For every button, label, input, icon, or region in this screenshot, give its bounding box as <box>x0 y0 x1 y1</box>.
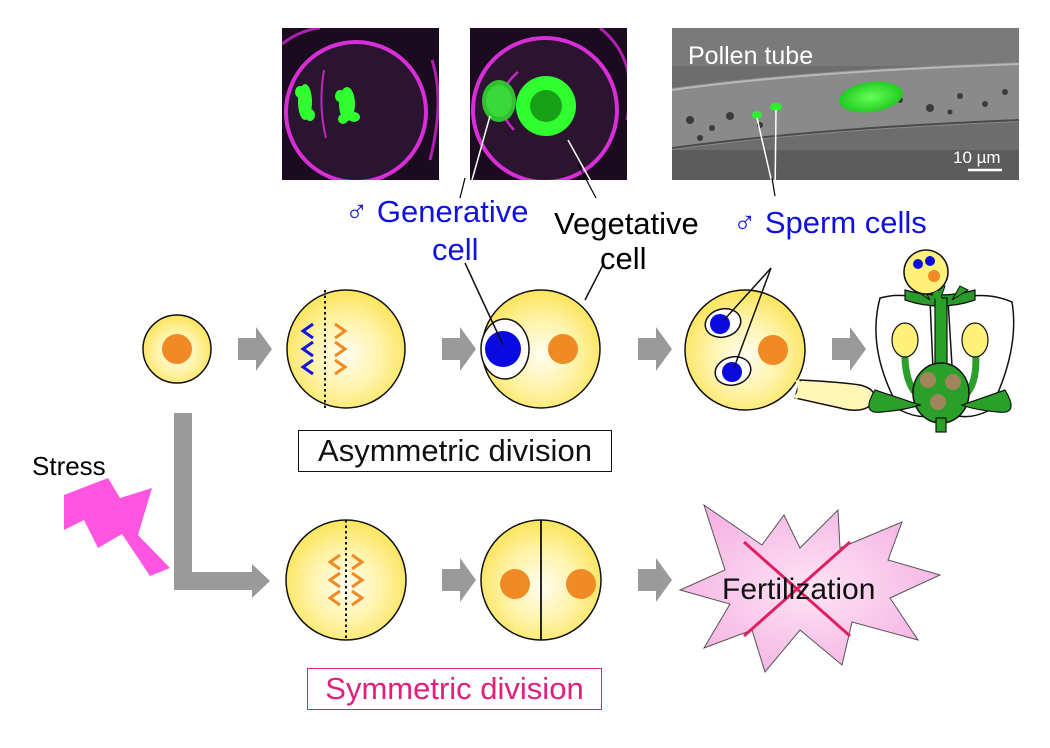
bicellular-pollen-cell <box>480 289 601 409</box>
tricellular-pollen-with-tube <box>684 289 875 411</box>
gray-arrow-icon <box>442 327 476 371</box>
fertilization-starburst <box>678 503 942 674</box>
pollen-tube-label: Pollen tube <box>688 42 813 70</box>
generative-cell-label-line1: ♂ Generative <box>345 194 529 229</box>
leader-vegetative <box>584 262 605 301</box>
vegetative-cell-label-line2: cell <box>600 241 647 276</box>
stress-label: Stress <box>32 451 106 481</box>
chromosomes-left <box>295 84 315 121</box>
generative-cell-label-line2: cell <box>432 232 479 267</box>
symmetric-mitosis-cell <box>285 519 407 641</box>
lightning-icon <box>64 478 170 576</box>
micrograph-mitosis <box>282 28 439 180</box>
cross-icon <box>743 540 851 638</box>
vegetative-nucleus <box>548 334 578 364</box>
micrograph-bicellular-pollen <box>470 28 627 180</box>
pollen-grain-icon <box>903 249 949 307</box>
sperm-cells-label: ♂ Sperm cells <box>733 205 927 240</box>
microspore-cell <box>142 314 212 384</box>
gray-arrow-icon <box>638 558 672 602</box>
leader-sperm-top-1 <box>774 109 777 197</box>
leader-sperm-1 <box>723 267 772 321</box>
asymmetric-mitosis-cell <box>286 289 406 409</box>
symmetric-division-box: Symmetric division <box>307 668 602 710</box>
gray-arrow-icon <box>638 327 672 371</box>
generative-nucleus <box>485 331 521 367</box>
flower-icon <box>868 285 1015 433</box>
asymmetric-division-box: Asymmetric division <box>298 430 612 472</box>
gray-arrow-icon <box>442 558 476 602</box>
scale-bar-label: 10 µm <box>953 148 1001 167</box>
leader-sperm-2 <box>733 267 772 369</box>
leader-generative-top <box>464 115 491 206</box>
leader-vegetative-top <box>567 139 605 206</box>
stress-branch-arrow <box>174 413 270 598</box>
gray-arrow-icon <box>238 327 272 371</box>
gray-arrow-icon <box>832 327 866 371</box>
fertilization-label: Fertilization <box>722 573 876 606</box>
vegetative-cell-label-line1: Vegetative <box>554 206 699 241</box>
leader-sperm-top-2 <box>756 117 776 197</box>
chromosomes-right <box>335 87 360 124</box>
leader-generative <box>464 262 504 346</box>
symmetric-daughter-cells <box>480 519 602 641</box>
